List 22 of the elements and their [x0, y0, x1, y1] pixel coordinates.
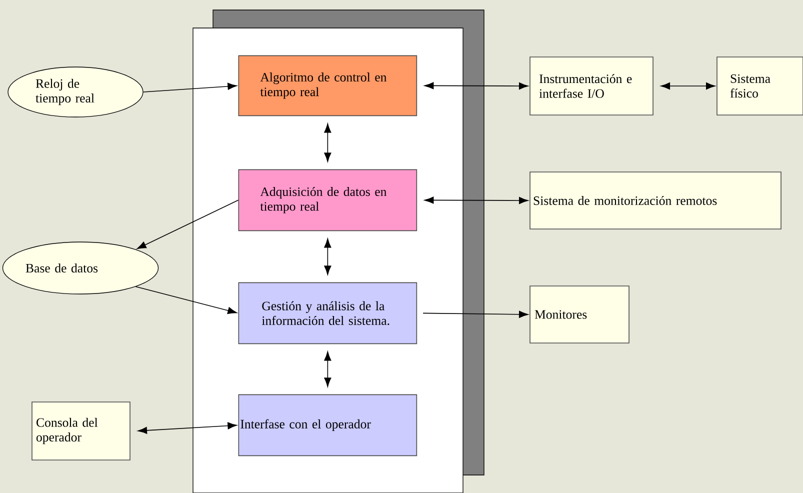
process-box: Algoritmo de control en tiempo real [238, 55, 418, 116]
process-box: Consola del operador [32, 402, 130, 460]
ellipse-node: Reloj de tiempo real [8, 66, 144, 118]
process-box: Sistema físico [716, 56, 803, 116]
arrow [324, 123, 332, 162]
arrow [424, 82, 528, 90]
arrow [136, 200, 239, 250]
arrow [324, 351, 332, 387]
process-box: Instrumentación e interfase I/O [530, 56, 654, 116]
arrow [422, 310, 528, 318]
process-box: Adquisición de datos en tiempo real [238, 169, 418, 232]
arrow [138, 422, 237, 434]
arrow [135, 286, 237, 314]
arrow [424, 196, 528, 204]
arrow [324, 238, 332, 275]
process-box: Monitores [530, 286, 630, 344]
process-box: Sistema de monitorización remotos [530, 172, 782, 230]
process-box: Interfase con el operador [238, 394, 418, 456]
ellipse-node: Base de datos [2, 242, 159, 294]
arrow [142, 82, 237, 92]
process-box: Gestión y análisis de la información del sistema. [238, 282, 418, 344]
arrow [660, 82, 716, 90]
